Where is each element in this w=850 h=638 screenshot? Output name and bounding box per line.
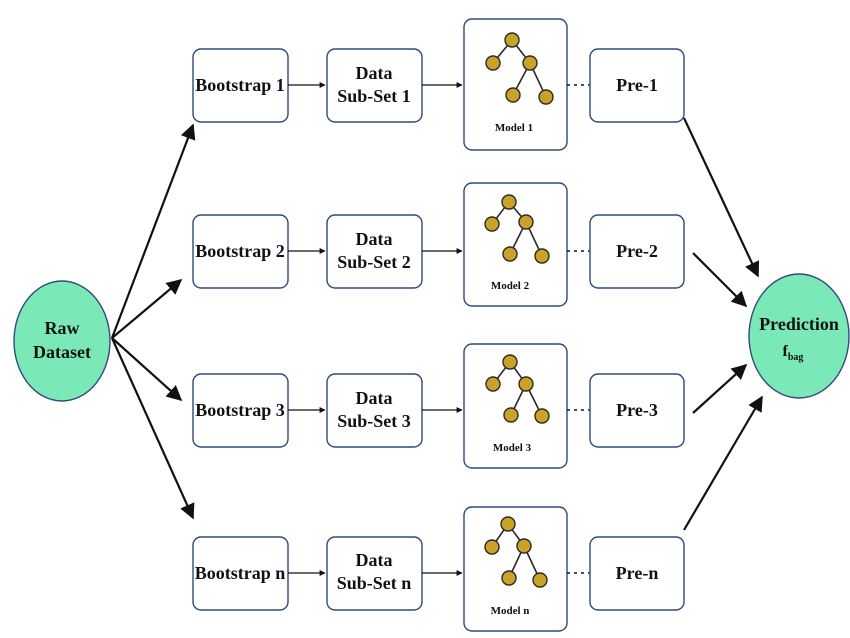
bootstrap-1-label: Bootstrap 1: [195, 75, 285, 95]
bootstrap-n-label: Bootstrap n: [195, 563, 286, 583]
raw-dataset-label-line2: Dataset: [33, 342, 91, 362]
raw-dataset-label-line1: Raw: [45, 318, 80, 338]
subset-n-label-line2: Sub-Set n: [337, 573, 412, 593]
tree-icon: [485, 32, 554, 105]
pre-3-label: Pre-3: [616, 400, 658, 420]
prediction-label: Prediction: [759, 314, 839, 334]
model-1-label: Model 1: [495, 122, 533, 134]
row-1: Bootstrap 1 Data Sub-Set 1 Model 1 Pre-1: [192, 18, 685, 151]
arrow-pre-2-to-prediction: [692, 252, 748, 308]
tree-icon: [484, 516, 548, 588]
model-3-label: Model 3: [493, 442, 532, 454]
subset-n-label-line1: Data: [356, 550, 393, 570]
subset-1-label-line2: Sub-Set 1: [337, 86, 411, 106]
subset-1-label-line1: Data: [356, 63, 393, 83]
arrow-pre-1-to-prediction: [683, 117, 760, 278]
model-n-label: Model n: [491, 605, 530, 617]
subset-3-label-line2: Sub-Set 3: [337, 411, 411, 431]
pre-2-box: [589, 214, 685, 289]
subset-2-label-line1: Data: [356, 229, 393, 249]
pre-2-label: Pre-2: [616, 241, 658, 261]
pre-n-box: [589, 536, 685, 611]
subset-3-label-line1: Data: [356, 388, 393, 408]
raw-dataset-node: Raw Dataset: [13, 280, 111, 402]
bootstrap-2-label: Bootstrap 2: [195, 241, 285, 261]
row-2: Bootstrap 2 Data Sub-Set 2 Model 2 Pre-2: [192, 182, 685, 307]
model-2-label: Model 2: [491, 280, 530, 292]
model-n-box: [463, 506, 568, 632]
arrow-raw-to-bootstrap-2: [111, 279, 183, 339]
arrow-pre-n-to-prediction: [683, 395, 763, 531]
arrow-raw-to-bootstrap-n: [110, 337, 195, 520]
arrow-raw-to-bootstrap-1: [110, 123, 196, 339]
pre-3-box: [589, 373, 685, 448]
pre-1-box: [589, 48, 685, 123]
row-3: Bootstrap 3 Data Sub-Set 3 Model 3 Pre-3: [192, 343, 685, 469]
pre-1-label: Pre-1: [616, 75, 658, 95]
tree-icon: [485, 354, 550, 424]
arrow-raw-to-bootstrap-3: [111, 337, 183, 402]
prediction-f-label: fbag: [783, 343, 804, 363]
row-n: Bootstrap n Data Sub-Set n Model n Pre-n: [192, 506, 685, 632]
bootstrap-3-label: Bootstrap 3: [195, 400, 285, 420]
prediction-node: Prediction fbag: [748, 273, 850, 399]
subset-2-label-line2: Sub-Set 2: [337, 252, 411, 272]
pre-n-label: Pre-n: [616, 563, 659, 583]
tree-icon: [484, 194, 550, 264]
arrow-pre-3-to-prediction: [692, 363, 748, 414]
